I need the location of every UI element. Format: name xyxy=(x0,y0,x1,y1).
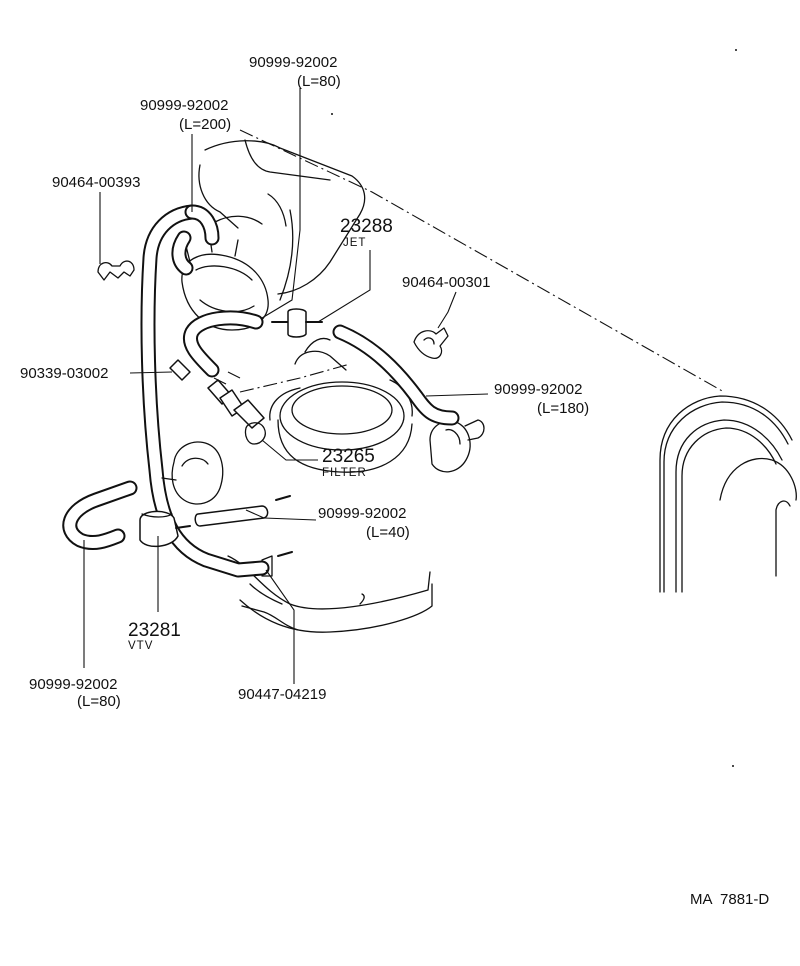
hose-distributor-down xyxy=(183,310,264,378)
vtv-icon xyxy=(139,441,224,548)
hose-l80-bottom xyxy=(62,480,138,550)
clamp-00301-icon xyxy=(413,327,449,359)
plug-03002-icon xyxy=(169,359,191,381)
filter-centerline xyxy=(239,363,351,393)
label-hose-l200-spec: (L=200) xyxy=(179,116,231,133)
filter-icon xyxy=(207,371,266,445)
label-jet-part: 23288 xyxy=(340,216,393,237)
belt-centerline xyxy=(239,129,725,393)
vacuum-valve-icon xyxy=(429,419,485,473)
hose-main-loop xyxy=(140,204,270,578)
label-filter-part: 23265 xyxy=(322,446,375,467)
drawing-reference: MA 7881-D xyxy=(690,891,769,908)
clamp-00393-icon xyxy=(97,260,135,281)
hose-l200 xyxy=(171,204,220,276)
belt-pulley-icon xyxy=(659,395,797,593)
label-hose-l180-spec: (L=180) xyxy=(537,400,589,417)
label-vtv-name: VTV xyxy=(128,640,153,652)
label-clamp-00393: 90464-00393 xyxy=(52,174,140,191)
label-hose-l200-part: 90999-92002 xyxy=(140,97,228,114)
label-clip-04219: 90447-04219 xyxy=(238,686,326,703)
hose-l180 xyxy=(332,324,460,426)
label-jet-name: JET xyxy=(343,237,366,249)
label-hose-l180-part: 90999-92002 xyxy=(494,381,582,398)
air-cleaner-icon xyxy=(269,337,413,473)
leader-lines xyxy=(83,88,489,684)
label-hose-l80-bottom-part: 90999-92002 xyxy=(29,676,117,693)
jet-icon xyxy=(271,308,323,338)
label-plug-03002: 90339-03002 xyxy=(20,365,108,382)
clip-04219-icon xyxy=(261,551,293,577)
label-vtv-part: 23281 xyxy=(128,620,181,641)
label-hose-l80-top-spec: (L=80) xyxy=(297,73,341,90)
label-clamp-00301: 90464-00301 xyxy=(402,274,490,291)
label-filter-name: FILTER xyxy=(322,467,367,479)
label-hose-l40-part: 90999-92002 xyxy=(318,505,406,522)
label-hose-l80-bottom-spec: (L=80) xyxy=(77,693,121,710)
intake-manifold-icon xyxy=(227,555,433,633)
distributor-icon xyxy=(181,139,366,331)
label-hose-l80-top-part: 90999-92002 xyxy=(249,54,337,71)
label-hose-l40-spec: (L=40) xyxy=(366,524,410,541)
